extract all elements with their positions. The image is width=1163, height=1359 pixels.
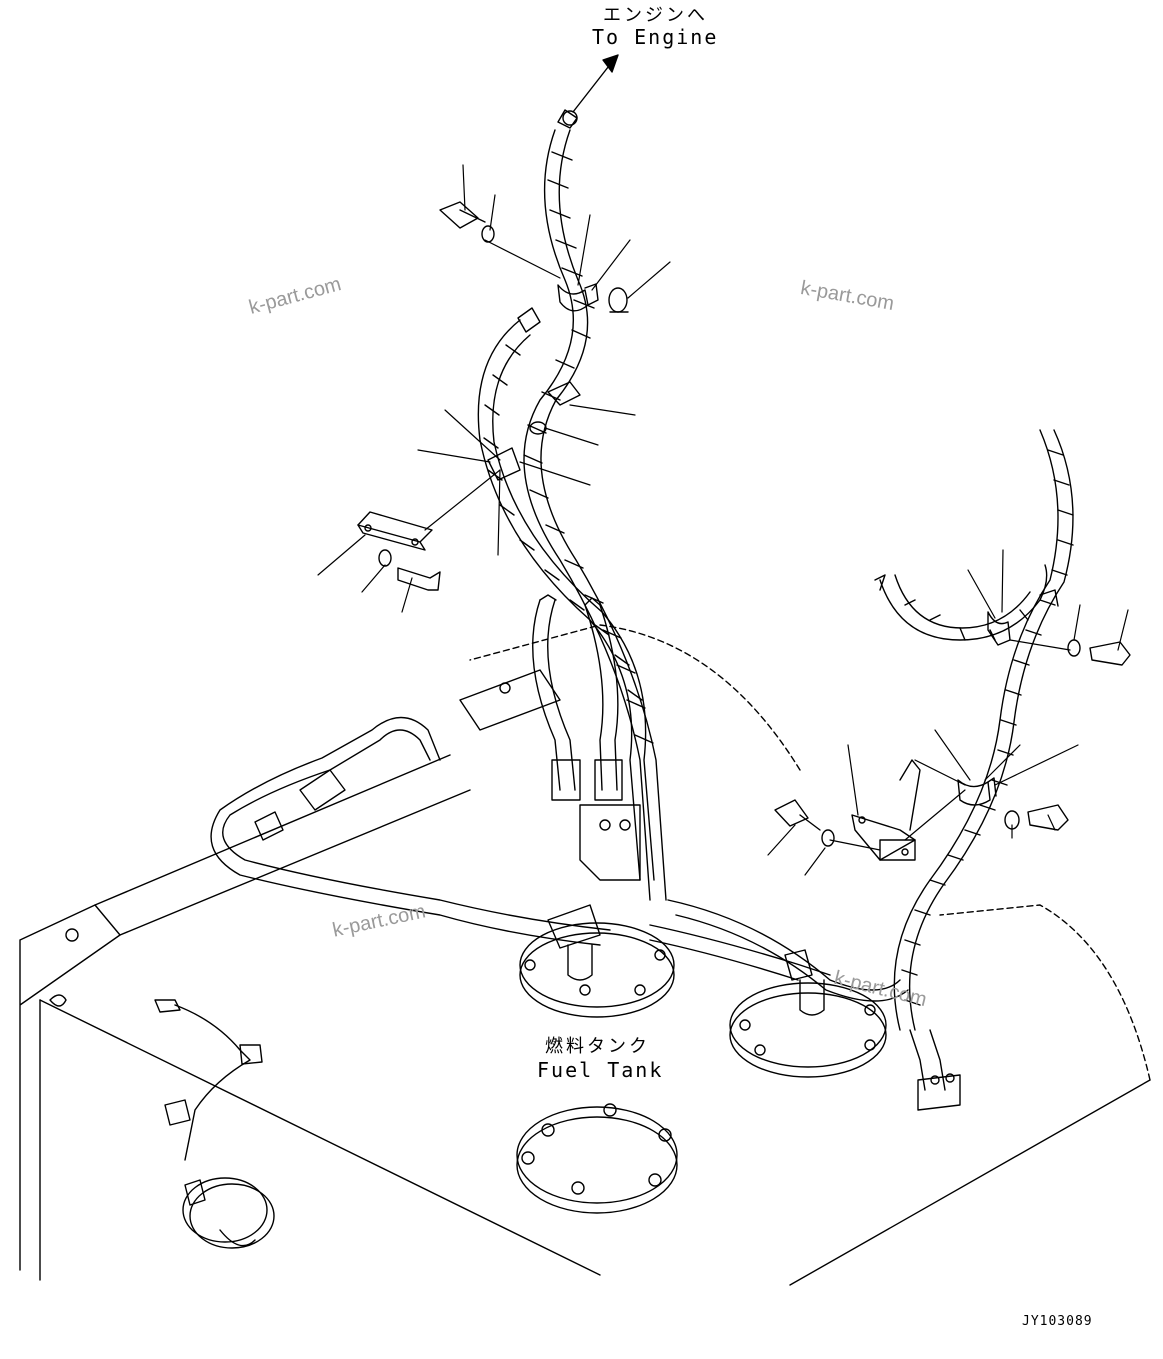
bracket-left: [357, 511, 441, 591]
tank-label-en: Fuel Tank: [537, 1058, 664, 1082]
engine-label-jp: エンジンへ: [603, 5, 708, 26]
right-clamp-upper: [987, 589, 1131, 666]
fuel-tank-outline: [19, 624, 1151, 1286]
bracket-right: [851, 759, 921, 861]
right-upper-hose: [874, 564, 1048, 641]
tank-label-jp: 燃料タンク: [545, 1036, 650, 1057]
level-sensor: [154, 999, 275, 1249]
bolt-right-bracket: [774, 799, 835, 847]
return-hose: [649, 899, 961, 1111]
secondary-hose: [477, 307, 655, 881]
block-hoses: [459, 594, 641, 881]
return-flange: [729, 979, 887, 1078]
right-hose: [893, 429, 1074, 1031]
bolt-upper-left: [439, 201, 495, 243]
to-engine-arrow: [572, 54, 619, 113]
figure-id: JY103089: [1022, 1314, 1093, 1329]
engine-label-en: To Engine: [592, 25, 719, 49]
supply-flange: [519, 904, 675, 1018]
upper-clamp: [557, 283, 629, 313]
loop-hose: [210, 716, 611, 946]
middle-clamp: [487, 381, 581, 481]
tank-cap-flange: [516, 1103, 678, 1214]
leader-lines: [317, 164, 1129, 876]
